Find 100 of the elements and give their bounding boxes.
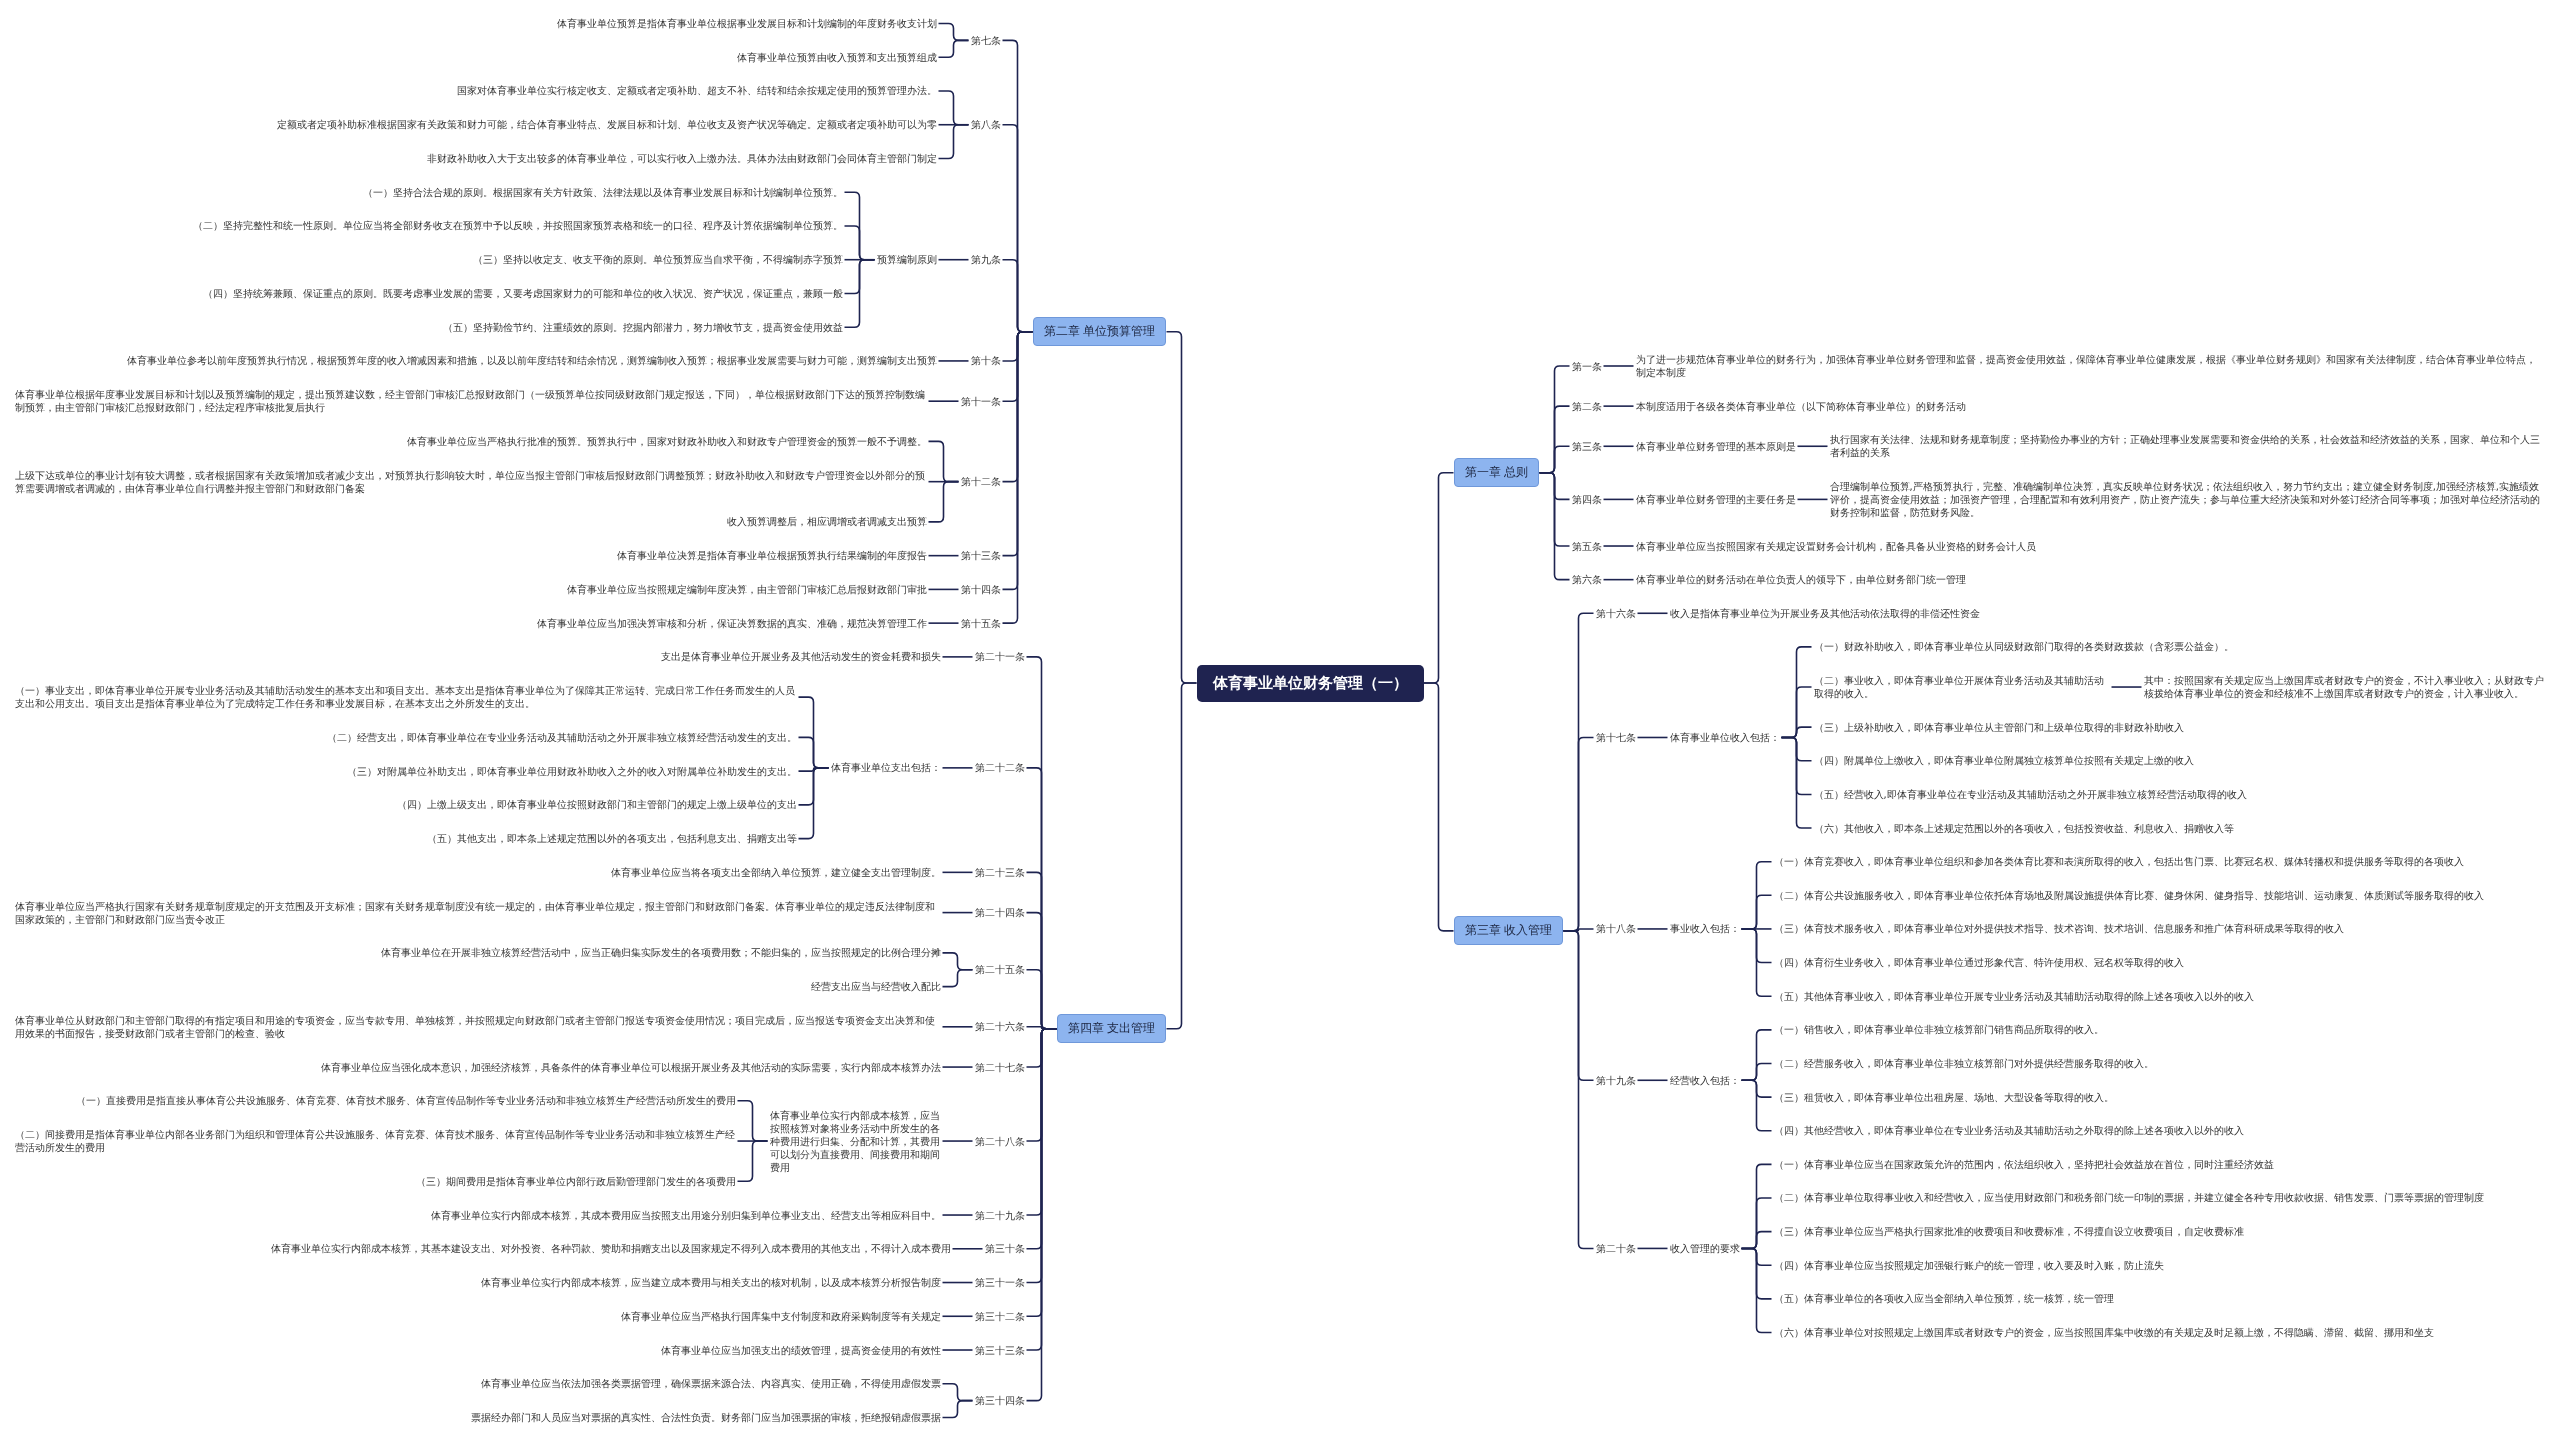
clause-text: （四）附属单位上缴收入，即体育事业单位附属独立核算单位按照有关规定上缴的收入 bbox=[1811, 753, 2196, 769]
subtopic-label: 体育事业单位财务管理的主要任务是 bbox=[1633, 491, 1798, 507]
subtopic-label: 第十六条 bbox=[1593, 605, 1638, 621]
subtopic-label: 第二十一条 bbox=[972, 649, 1027, 665]
clause-text: 体育事业单位的财务活动在单位负责人的领导下，由单位财务部门统一管理 bbox=[1633, 572, 1968, 588]
clause-text: （一）事业支出，即体育事业单位开展专业业务活动及其辅助活动发生的基本支出和项目支出。基本支出是指体育事业单位为了保障其正常运转、完成日常工作任务而发生的人员支出和公用支出。项目支出是指体育事业单位为了完成特定工作任务和事业发展目标，在基本支出之外所发生的支出。 bbox=[12, 683, 799, 712]
subtopic-label: 第十五条 bbox=[958, 615, 1003, 631]
clause-text: （三）期间费用是指体育事业单位内部行政后勤管理部门发生的各项费用 bbox=[413, 1173, 738, 1189]
subtopic-label: 体育事业单位收入包括： bbox=[1667, 729, 1782, 745]
clause-text: （二）经营服务收入，即体育事业单位非独立核算部门对外提供经营服务取得的收入。 bbox=[1771, 1055, 2156, 1071]
connector-line bbox=[927, 554, 960, 557]
clause-text: 体育事业单位应当严格执行国家有关财务规章制度规定的开支范围及开支标准；国家有关财务规章制度没有统一规定的，由体育事业单位规定，报主管部门和财政部门备案。体育事业单位的规定违反法律制度和国家政策的，主管部门和财政部门应当责令改正 bbox=[12, 898, 943, 927]
connector-line bbox=[736, 1140, 769, 1183]
connector-line bbox=[1602, 545, 1635, 547]
connector-line bbox=[941, 1399, 974, 1419]
branch-topic-box: 第三章 收入管理 bbox=[1453, 916, 1564, 946]
clause-text: 票据经办部门和人员应当对票据的真实性、合法性负责。财务部门应当加强票据的审核，拒绝报销虚假票据 bbox=[468, 1410, 943, 1425]
connector-line bbox=[1636, 612, 1669, 615]
clause-text: （六）其他收入，即本条上述规定范围以外的各项收入，包括投资收益、利息收入、捐赠收入等 bbox=[1811, 820, 2236, 836]
connector-line bbox=[1636, 928, 1669, 930]
subtopic-label: 第二十六条 bbox=[972, 1019, 1027, 1035]
central-topic-box: 体育事业单位财务管理（一） bbox=[1196, 664, 1424, 702]
subtopic-label: 第十三条 bbox=[958, 548, 1003, 564]
connector-line bbox=[941, 911, 974, 914]
connector-line bbox=[927, 622, 960, 624]
subtopic-label: 第十七条 bbox=[1593, 729, 1638, 745]
connector-line bbox=[2110, 686, 2143, 688]
clause-text: （四）体育衍生业务收入，即体育事业单位通过形象代言、特许使用权、冠名权等取得的收入 bbox=[1771, 955, 2186, 971]
subtopic-label: （二）事业收入，即体育事业单位开展体育业务活动及其辅助活动取得的收入。 bbox=[1811, 673, 2112, 702]
connector-line bbox=[1636, 736, 1669, 739]
connector-line bbox=[941, 767, 974, 769]
connector-line bbox=[1602, 405, 1635, 407]
clause-text: 体育事业单位应当强化成本意识，加强经济核算，具备条件的体育事业单位可以根据开展业务及其他活动的实际需要，实行内部成本核算办法 bbox=[318, 1059, 943, 1075]
clause-text: （二）坚持完整性和统一性原则。单位应当将全部财务收支在预算中予以反映，并按照国家预算表格和统一的口径、程序及计算依据编制单位预算。 bbox=[190, 218, 845, 234]
clause-text: 体育事业单位应当依法加强各类票据管理，确保票据来源合法、内容真实、使用正确，不得使用虚假发票 bbox=[478, 1376, 943, 1392]
connector-line bbox=[927, 400, 960, 402]
clause-text: （二）体育公共设施服务收入，即体育事业单位依托体育场地及附属设施提供体育比赛、健身休闲、健身指导、技能培训、运动康复、体质测试等服务取得的收入 bbox=[1771, 887, 2486, 903]
clause-text: （三）体育技术服务收入，即体育事业单位对外提供技术指导、技术咨询、技术培训、信息服务和推广体育科研成果等取得的收入 bbox=[1771, 921, 2346, 937]
clause-text: 体育事业单位应当严格执行国库集中支付制度和政府采购制度等有关规定 bbox=[618, 1308, 943, 1324]
clause-text: 体育事业单位预算由收入预算和支出预算组成 bbox=[734, 49, 939, 65]
subtopic-label: 第三十三条 bbox=[972, 1342, 1027, 1358]
clause-text: 体育事业单位应当加强决算审核和分析，保证决算数据的真实、准确，规范决算管理工作 bbox=[534, 615, 929, 631]
clause-text: （五）其他支出，即本条上述规定范围以外的各项支出，包括利息支出、捐赠支出等 bbox=[424, 831, 799, 847]
connector-line bbox=[1602, 365, 1635, 367]
subtopic-label: 体育事业单位支出包括： bbox=[828, 760, 943, 776]
subtopic-label: 第二十五条 bbox=[972, 962, 1027, 978]
clause-text: （四）体育事业单位应当按照规定加强银行账户的统一管理，收入要及时入账，防止流失 bbox=[1771, 1257, 2166, 1273]
subtopic-label: 第六条 bbox=[1569, 572, 1604, 588]
clause-text: （一）财政补助收入，即体育事业单位从同级财政部门取得的各类财政拨款（含彩票公益金）。 bbox=[1811, 639, 2236, 655]
subtopic-label: 体育事业单位财务管理的基本原则是 bbox=[1633, 438, 1798, 454]
clause-text: 体育事业单位实行内部成本核算，其基本建设支出、对外投资、各种罚款、赞助和捐赠支出以及国家规定不得列入成本费用的其他支出，不得计入成本费用 bbox=[268, 1241, 953, 1257]
branch-topic-box: 第一章 总则 bbox=[1453, 458, 1540, 488]
clause-text: 本制度适用于各级各类体育事业单位（以下简称体育事业单位）的财务活动 bbox=[1633, 398, 1968, 414]
connector-line bbox=[941, 656, 974, 658]
clause-text: 体育事业单位参考以前年度预算执行情况，根据预算年度的收入增减因素和措施，以及以前年度结转和结余情况，测算编制收入预算；根据事业发展需要与财力可能，测算编制支出预算 bbox=[124, 353, 939, 369]
connector-line bbox=[1636, 1079, 1669, 1082]
clause-text: （一）坚持合法合规的原则。根据国家有关方针政策、法律法规以及体育事业发展目标和计划编制单位预算。 bbox=[360, 184, 845, 200]
subtopic-label: 第二十三条 bbox=[972, 864, 1027, 880]
clause-text: （四）其他经营收入，即体育事业单位在专业业务活动及其辅助活动之外取得的除上述各项收入以外的收入 bbox=[1771, 1123, 2246, 1139]
connector-line bbox=[843, 258, 876, 328]
clause-text: 合理编制单位预算,严格预算执行，完整、准确编制单位决算，真实反映单位财务状况；依法组织收入，努力节约支出；建立健全财务制度,加强经济核算,实施绩效评价，提高资金使用效益；加强资产管理，合理配置和有效利用资产，防止资产流失；参与单位重大经济决策和对外签订经济合同等事项；加强对单位经济活动的财务控制和监督，防范财务风险。 bbox=[1827, 478, 2546, 520]
connector-line bbox=[1602, 445, 1635, 448]
subtopic-label: 第三十二条 bbox=[972, 1308, 1027, 1324]
subtopic-label: 第四条 bbox=[1569, 491, 1604, 507]
clause-text: 非财政补助收入大于支出较多的体育事业单位，可以实行收入上缴办法。具体办法由财政部门会同体育主管部门制定 bbox=[424, 150, 939, 166]
clause-text: （一）体育事业单位应当在国家政策允许的范围内，依法组织收入，坚持把社会效益放在首位，同时注重经济效益 bbox=[1771, 1156, 2276, 1172]
subtopic-label: 体育事业单位实行内部成本核算，应当按照核算对象将业务活动中所发生的各种费用进行归集、分配和计算，其费用可以划分为直接费用、间接费用和期间费用 bbox=[767, 1107, 943, 1175]
subtopic-label: 第三十四条 bbox=[972, 1393, 1027, 1409]
subtopic-label: 第二十九条 bbox=[972, 1207, 1027, 1223]
clause-text: （二）间接费用是指体育事业单位内部各业务部门为组织和管理体育公共设施服务、体育竞赛、体育技术服务、体育宣传品制作等专业业务活动和非独立核算生产经营活动所发生的费用 bbox=[12, 1127, 738, 1156]
connector-line bbox=[1780, 736, 1813, 829]
subtopic-label: 第五条 bbox=[1569, 538, 1604, 554]
subtopic-label: 第九条 bbox=[968, 252, 1003, 268]
subtopic-label: 经营收入包括： bbox=[1667, 1072, 1742, 1088]
connector-line bbox=[1602, 498, 1635, 501]
connector-line bbox=[937, 123, 970, 160]
subtopic-label: 第二条 bbox=[1569, 398, 1604, 414]
connector-line bbox=[941, 1281, 974, 1284]
clause-text: （四）上缴上级支出，即体育事业单位按照财政部门和主管部门的规定上缴上级单位的支出 bbox=[394, 797, 799, 813]
subtopic-label: 第三十一条 bbox=[972, 1275, 1027, 1290]
subtopic-label: 第十八条 bbox=[1593, 921, 1638, 937]
clause-text: （三）体育事业单位应当严格执行国家批准的收费项目和收费标准，不得擅自设立收费项目，自定收费标准 bbox=[1771, 1224, 2246, 1240]
subtopic-label: 第十条 bbox=[968, 353, 1003, 369]
subtopic-label: 第二十四条 bbox=[972, 905, 1027, 921]
clause-text: 国家对体育事业单位实行核定收支、定额或者定项补助、超支不补、结转和结余按规定使用的预算管理办法。 bbox=[454, 83, 939, 99]
connector-line bbox=[941, 1026, 974, 1028]
clause-text: 执行国家有关法律、法规和财务规章制度；坚持勤俭办事业的方针；正确处理事业发展需要和资金供给的关系，社会效益和经济效益的关系，国家、单位和个人三者利益的关系 bbox=[1827, 432, 2546, 461]
clause-text: （一）体育竞赛收入，即体育事业单位组织和参加各类体育比赛和表演所取得的收入，包括出售门票、比赛冠名权、媒体转播权和提供服务等取得的各项收入 bbox=[1771, 854, 2466, 870]
connector-line bbox=[1796, 445, 1829, 448]
connector-line bbox=[937, 39, 970, 59]
clause-text: （三）坚持以收定支、收支平衡的原则。单位预算应当自求平衡，不得编制赤字预算 bbox=[470, 252, 845, 268]
branch-topic-box: 第二章 单位预算管理 bbox=[1032, 317, 1167, 347]
connector-line bbox=[937, 258, 970, 261]
connector-line bbox=[941, 1214, 974, 1216]
subtopic-label: 第三十条 bbox=[982, 1241, 1027, 1257]
subtopic-label: 事业收入包括： bbox=[1667, 921, 1742, 937]
branch-topic-box: 第四章 支出管理 bbox=[1056, 1014, 1167, 1044]
clause-text: 为了进一步规范体育事业单位的财务行为，加强体育事业单位财务管理和监督，提高资金使用效益，保障体育事业单位健康发展，根据《事业单位财务规则》和国家有关法律制度，结合体育事业单位特点，制定本制度 bbox=[1633, 352, 2546, 380]
subtopic-label: 第二十条 bbox=[1593, 1240, 1638, 1256]
connector-line bbox=[941, 968, 974, 988]
